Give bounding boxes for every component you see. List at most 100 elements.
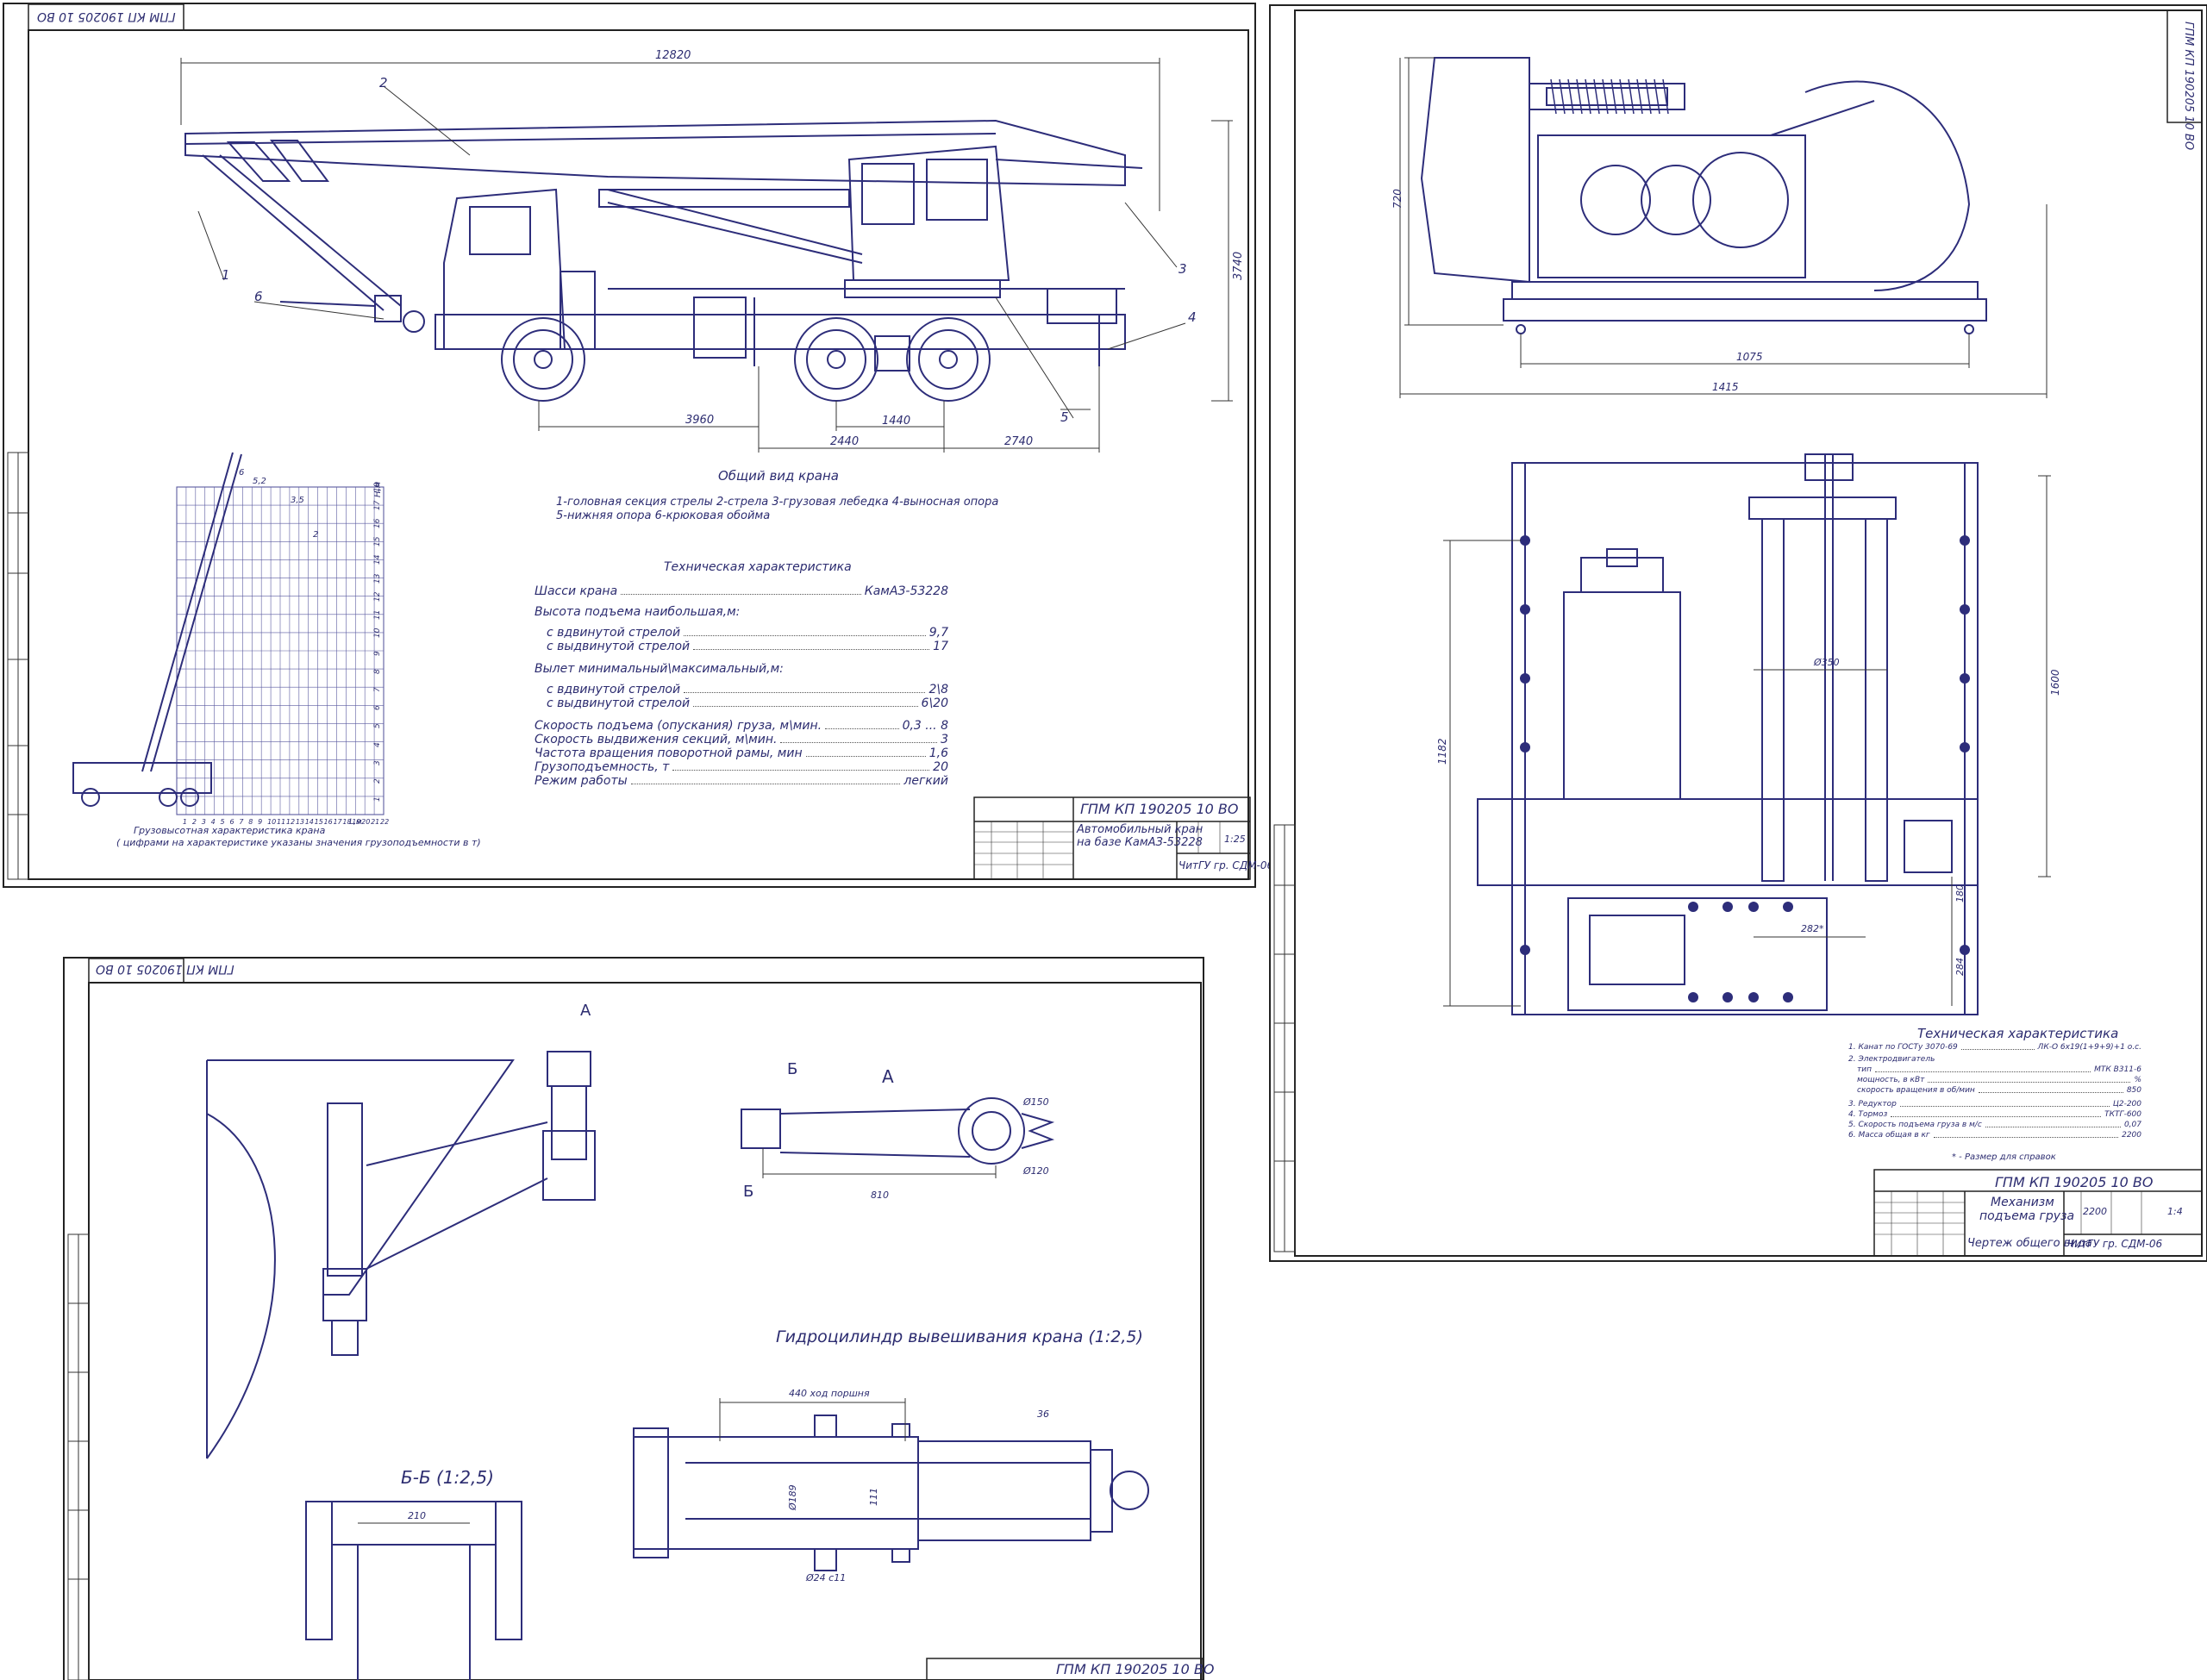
dim-2740: 2740 [1004,435,1034,448]
chart-y-tick: 10 [373,628,382,638]
chart-label-3-5: 3,5 [291,496,304,505]
view-b-marker-top: Б [787,1060,798,1078]
chart-y-tick: 4 [373,741,382,747]
chart-label-2: 2 [313,530,319,540]
stamp-code-3: ГПМ КП 190205 10 ВО [1056,1661,1215,1677]
part-number-1: 1 [222,267,230,283]
dia-120: Ø120 [1023,1165,1049,1177]
chart-x-tick: 1 [182,818,187,826]
sheet-hoist-mechanism: ГПМ КП 190205 10 ВО 720 1075 1415 Ø350 1… [1269,4,2207,1262]
dim-1182: 1182 [1436,738,1448,765]
dim-1440: 1440 [882,415,911,428]
stamp-code-1: ГПМ КП 190205 10 ВО [1080,801,1239,817]
tech-title-2: Техническая характеристика [1917,1026,2119,1041]
chart-y-tick: 15 [373,536,382,547]
chart-x-tick: 12 [285,818,296,826]
part-number-6: 6 [254,289,263,304]
chart-y-tick: 12 [373,591,382,602]
chart-x-unit: L,м [349,818,362,827]
spring-coil [1593,78,1600,115]
inner-dia: 111 [868,1488,879,1506]
dim-1415: 1415 [1712,381,1739,393]
chart-x-tick: 20 [361,818,371,826]
chart-y-tick: 8 [373,669,382,675]
dim-total-length: 12820 [655,49,691,62]
stamp-name-2b: подъема груза [1979,1209,2075,1223]
chart-x-tick: 8 [248,818,253,826]
chart-x-tick: 4 [210,818,216,826]
part-number-4: 4 [1188,309,1197,325]
chart-y-tick: 9 [373,651,382,656]
chart-y-tick: 6 [373,705,382,711]
chart-y-tick: 5 [373,723,382,729]
spring-coil [1550,78,1557,115]
hoist-drawing [1273,9,2203,1257]
chart-label-6: 6 [239,468,245,478]
dim-720: 720 [1391,189,1404,209]
view-b-marker-bottom: Б [743,1183,754,1201]
part-number-5: 5 [1060,409,1069,425]
rod-dia: Ø189 [787,1484,798,1510]
dim-2440: 2440 [830,435,860,448]
stamp-org-2: ЧитГУ гр. СДМ-06 [2067,1238,2163,1250]
chart-y-tick: 7 [373,687,382,693]
arm-dim: 810 [871,1190,889,1201]
chart-x-tick: 14 [304,818,314,826]
dim-282: 282* [1801,923,1824,934]
chart-x-tick: 22 [380,818,390,826]
part-number-3: 3 [1179,261,1187,277]
chart-x-tick: 17 [333,818,342,826]
spring-coil [1610,78,1617,115]
dim-1600: 1600 [2049,669,2061,696]
legend-line-1: 1-головная секция стрелы 2-стрела 3-груз… [556,496,999,509]
general-view-title: Общий вид крана [718,468,839,484]
chart-caption-2: ( цифрами на характеристике указаны знач… [116,837,481,848]
chart-x-tick: 21 [371,818,380,826]
stamp-org-1: ЧитГУ гр. СДМ-06 [1179,859,1274,871]
sheet-crane-general-view: ГПМ КП 190205 10 ВО 12820 3740 3960 1440… [3,3,1273,888]
spring-coil [1619,78,1626,115]
chart-y-tick: 16 [373,518,382,529]
dim-3960: 3960 [685,414,715,427]
chart-y-tick: 2 [373,778,382,784]
cylinder-drawing [67,959,1203,1680]
stamp-scale-1: 1:25 [1224,834,1246,845]
chart-x-tick: 9 [258,818,263,826]
spring-coil [1567,78,1574,115]
legend-line-2: 5-нижняя опора 6-крюковая обойма [556,509,771,522]
dim-1075: 1075 [1736,351,1763,363]
chart-label-5-2: 5,2 [253,477,266,486]
spring-coil [1602,78,1609,115]
dia-150: Ø150 [1023,1096,1049,1108]
sheet2-top-code: ГПМ КП 190205 10 ВО [2182,22,2195,151]
chart-y-tick: 1 [373,796,382,802]
chart-y-tick: 14 [373,554,382,565]
spec-row: 2. Электродвигатель [1848,1055,1935,1064]
footnote: * - Размер для справок [1952,1152,2056,1162]
spring-coil [1585,78,1591,115]
chart-caption-1: Грузовысотная характеристика крана [134,825,326,836]
chart-y-tick: 13 [373,573,382,584]
chart-x-tick: 10 [267,818,277,826]
sheet1-top-code: ГПМ КП 190205 10 ВО [37,9,176,23]
chart-x-tick: 19 [352,818,361,826]
sheet3-top-code: ГПМ КП 190205 10 ВО [96,962,234,976]
part-number-2: 2 [379,75,388,91]
tech-title-1: Техническая характеристика [664,560,852,574]
chart-y-tick: 3 [373,759,382,765]
dim-180: 180 [1954,884,1966,902]
spring-coil [1662,78,1669,115]
spring-coil [1636,78,1643,115]
spec-row: Скорость выдвижения секций, м\мин.3 [535,733,948,746]
chart-x-tick: 7 [239,818,244,826]
dim-284: 284 [1954,958,1966,976]
